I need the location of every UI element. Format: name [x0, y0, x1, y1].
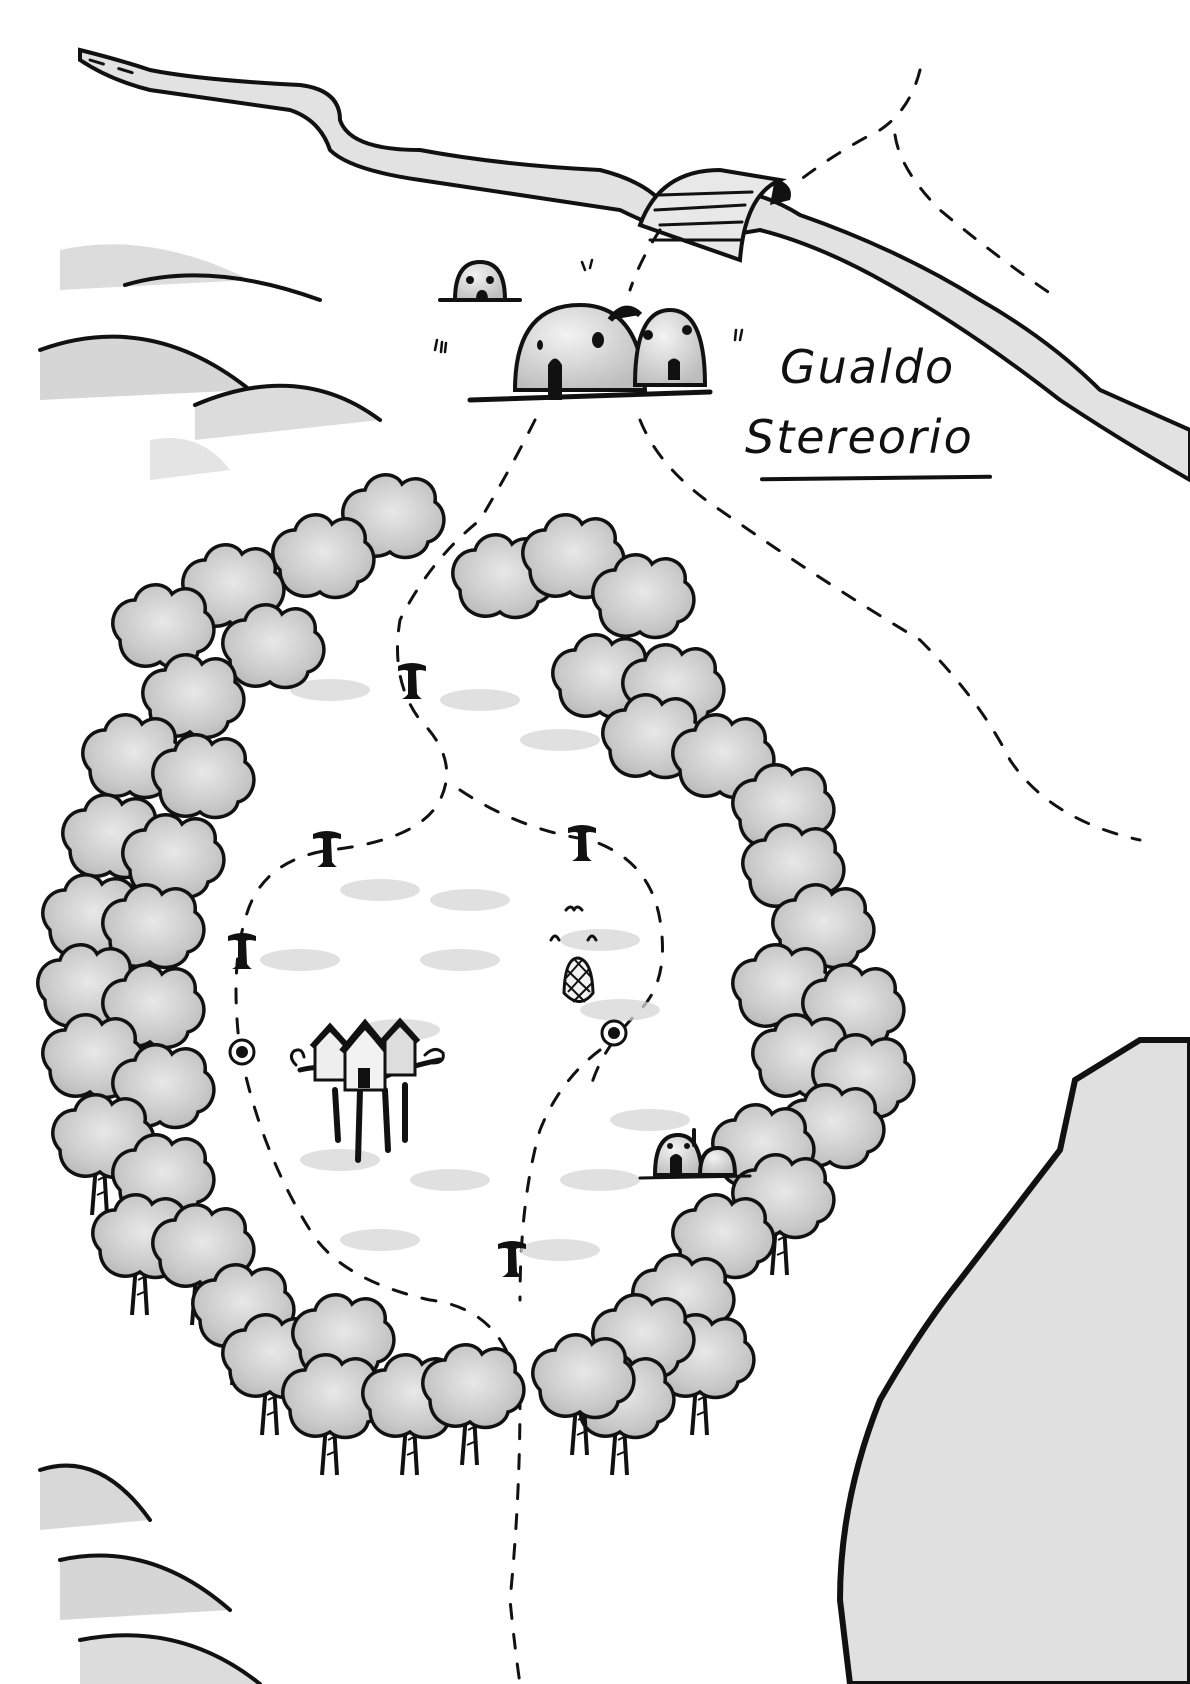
forest-ring	[36, 473, 916, 1475]
hills-bottom-left	[38, 1463, 262, 1684]
small-hut	[638, 1128, 752, 1180]
hills-top-left	[38, 244, 382, 480]
treehouses	[289, 1017, 445, 1163]
domed-village	[433, 258, 744, 403]
cliff	[836, 1037, 1190, 1684]
place-label-line2: Stereorio	[745, 410, 974, 464]
beehive	[549, 905, 598, 1003]
place-label-line1: Gualdo	[780, 340, 956, 394]
bridge	[637, 167, 791, 263]
